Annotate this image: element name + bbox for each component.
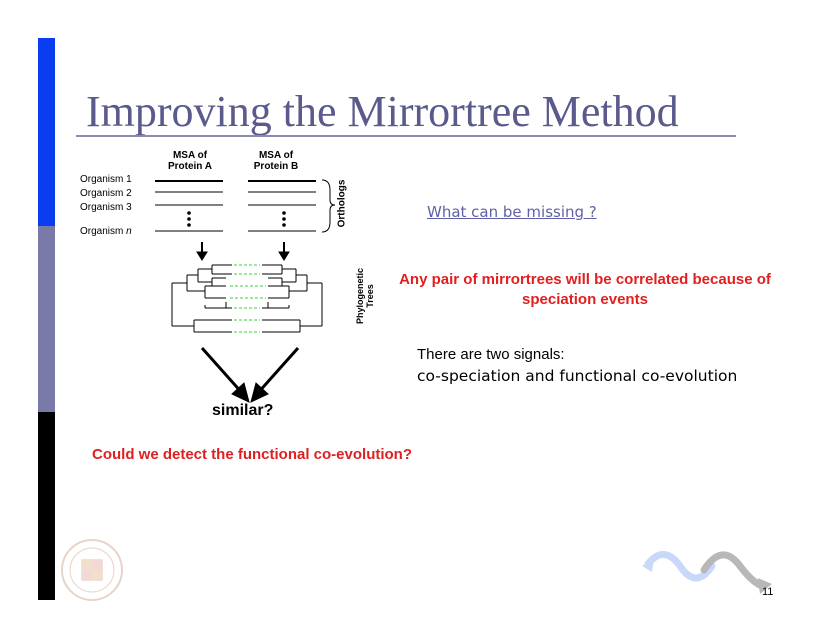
orthologs-label: Orthologs [336, 179, 348, 228]
msa-b-line2: Protein B [253, 161, 299, 172]
phylo-label-line2: Trees [365, 284, 375, 308]
left-bar-black [38, 412, 55, 600]
msa-dots [187, 211, 286, 227]
missing-link[interactable]: What can be missing ? [427, 203, 597, 221]
question-text: Could we detect the functional co-evolut… [92, 446, 413, 463]
msa-header-protein-b: MSA of Protein B [236, 150, 316, 172]
msa-a-line1: MSA of [172, 150, 208, 161]
converging-arrows [200, 347, 300, 403]
left-bar-blue [38, 38, 55, 226]
phylo-label-line1: Phylogenetic [355, 268, 365, 325]
msa-header-protein-a: MSA of Protein A [150, 150, 230, 172]
down-arrows [196, 242, 290, 261]
slide-title: Improving the Mirrortree Method [86, 87, 679, 136]
similar-label: similar? [212, 402, 274, 419]
signals-intro: There are two signals: [417, 346, 565, 363]
organism-label-n: Organism n [80, 226, 132, 237]
organism-label-1: Organism 1 [80, 174, 132, 185]
speciation-statement: Any pair of mirrortrees will be correlat… [399, 271, 771, 308]
phylo-tree-left [171, 264, 232, 333]
organism-label-3: Organism 3 [80, 202, 132, 213]
title-underline [76, 135, 736, 137]
msa-lines-protein-b [248, 180, 316, 232]
orthologs-brace [321, 179, 336, 233]
organism-n-prefix: Organism [80, 226, 127, 237]
phylo-tree-right [262, 264, 323, 333]
mirrortree-diagram [155, 179, 336, 403]
organism-n-suffix: n [126, 226, 132, 237]
phylo-label: Phylogenetic Trees [355, 251, 375, 341]
phylo-label-wrap: Phylogenetic Trees [340, 268, 386, 328]
correspondence-dashes [230, 264, 266, 333]
msa-a-line2: Protein A [167, 161, 213, 172]
wave-arrow-logo-icon [642, 551, 772, 594]
msa-b-line1: MSA of [258, 150, 294, 161]
left-bar-gray [38, 226, 55, 412]
organism-label-2: Organism 2 [80, 188, 132, 199]
signals-body: co-speciation and functional co-evolutio… [417, 367, 738, 385]
page-number: 11 [762, 586, 774, 598]
msa-lines-protein-a [155, 180, 223, 232]
orthologs-label-wrap: Orthologs [322, 180, 362, 228]
university-seal-icon [61, 539, 123, 601]
